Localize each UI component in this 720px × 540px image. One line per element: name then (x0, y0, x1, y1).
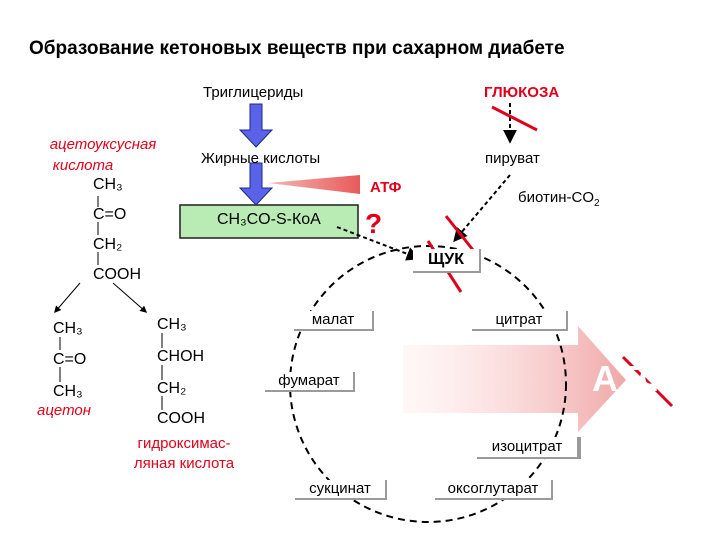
isocitrate-box: изоцитрат (477, 437, 581, 459)
biotin-label: биотин-CO2 (518, 190, 600, 209)
acetone-name: ацетон (37, 402, 92, 419)
fumarate-box: фумарат (265, 372, 355, 392)
fatty-acids-arrow (238, 162, 274, 206)
atp-block-line (621, 355, 674, 408)
biotin-subscript: 2 (594, 198, 600, 209)
biotin-text: биотин-CO (518, 189, 595, 206)
atp-label: АТФ (370, 179, 402, 196)
acetone-ch3-bottom: CH₃ (53, 383, 83, 400)
hb-name-2: ляная кислота (133, 455, 235, 472)
aa-cooh: COOH (93, 266, 141, 283)
hb-ch2: CH₂ (157, 380, 187, 397)
aa-ch2: CH₂ (93, 236, 123, 253)
succinate-box: сукцинат (295, 480, 387, 500)
oxoglutarate-box: оксоглутарат (435, 480, 553, 500)
page-title: Образование кетоновых веществ при сахарн… (29, 38, 565, 59)
citrate-box: цитрат (472, 311, 568, 331)
acetyl-coa-box (179, 204, 359, 239)
glucose-block-line (491, 105, 538, 132)
acetone-co: C=O (53, 351, 87, 368)
atp-big-label: АТФ (592, 358, 671, 399)
aa-ch3: CH₃ (93, 176, 123, 193)
triglycerides-arrow (238, 103, 274, 148)
hb-cooh: COOH (157, 410, 205, 427)
oaa-box: ЩУК (413, 249, 481, 273)
triglycerides-label: Триглицериды (203, 84, 304, 101)
acetoacetic-name-2: кислота (52, 157, 114, 174)
acetyl-to-oaa-arrow (336, 226, 421, 261)
aa-to-acetone-line (54, 282, 81, 314)
aa-to-hydroxy-line (112, 282, 148, 313)
question-mark: ? (365, 208, 383, 239)
pyruvate-label: пируват (485, 150, 540, 167)
acetoacetic-name-1: ацетоуксусная (49, 136, 157, 153)
hb-choh: CHOH (157, 348, 205, 365)
acetone-ch3-top: CH₃ (53, 320, 83, 337)
atp-big-arrow (403, 326, 626, 432)
glucose-label: ГЛЮКОЗА (484, 84, 560, 101)
pyruvate-to-oaa-arrow (453, 174, 511, 243)
hb-name-1: гидроксимас- (137, 435, 231, 452)
malate-box: малат (294, 311, 374, 331)
pyruvate-block-line (444, 215, 475, 251)
aa-co: C=O (93, 206, 127, 223)
hb-ch3: CH₃ (157, 316, 187, 333)
atp-wedge (268, 175, 360, 194)
acetyl-coa-label: CH₃CO-S-КоА (217, 211, 321, 228)
fatty-acids-label: Жирные кислоты (201, 150, 321, 167)
